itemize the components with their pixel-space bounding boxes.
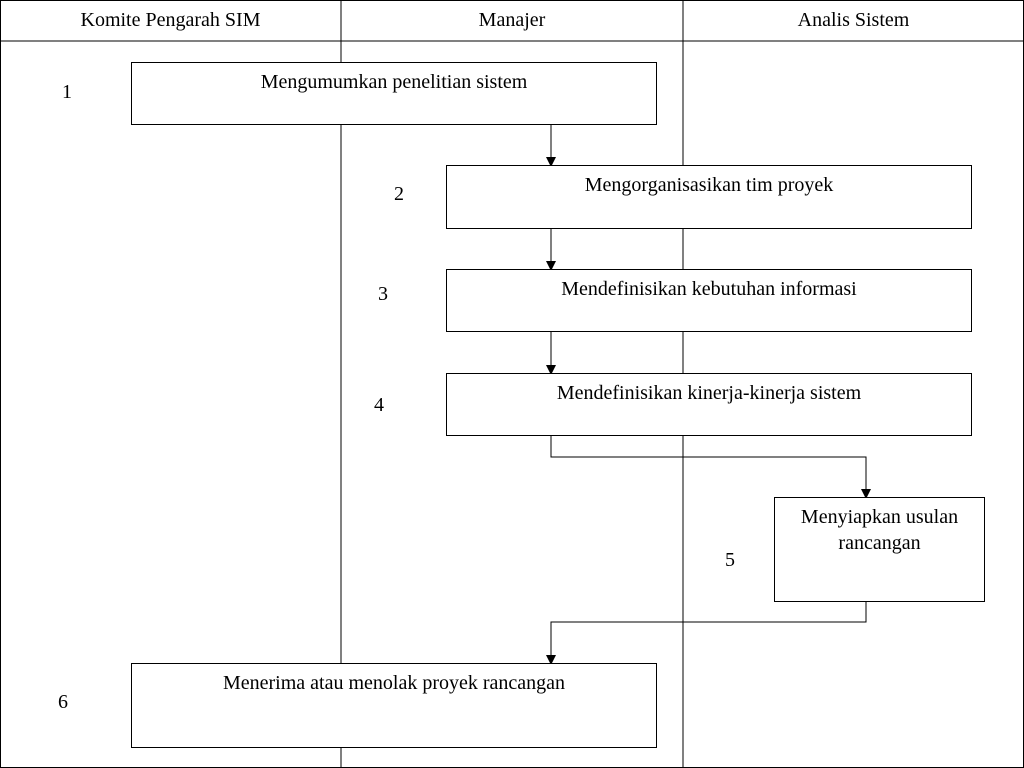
lane-header-komite: Komite Pengarah SIM [80, 9, 261, 31]
step-box-1: Mengumumkan penelitian sistem [131, 62, 657, 125]
step-box-6: Menerima atau menolak proyek rancangan [131, 663, 657, 748]
step-box-5-line1: Menyiapkan usulan [800, 506, 959, 528]
step-number-3: 3 [378, 283, 388, 305]
step-box-5-line2: rancangan [838, 532, 921, 554]
step-number-2: 2 [394, 183, 404, 205]
step-number-4: 4 [374, 394, 384, 416]
step-number-6: 6 [58, 691, 68, 713]
step-number-1: 1 [62, 81, 72, 103]
step-box-2: Mengorganisasikan tim proyek [446, 165, 972, 229]
step-box-4: Mendefinisikan kinerja-kinerja sistem [446, 373, 972, 436]
arrow-5-to-6 [546, 601, 867, 665]
step-box-5: Menyiapkan usulan rancangan [774, 497, 985, 602]
lane-header-analis: Analis Sistem [797, 9, 910, 31]
step-number-5: 5 [725, 549, 735, 571]
lane-header-manajer: Manajer [478, 9, 546, 31]
arrow-4-to-5 [550, 435, 871, 499]
step-box-3: Mendefinisikan kebutuhan informasi [446, 269, 972, 332]
